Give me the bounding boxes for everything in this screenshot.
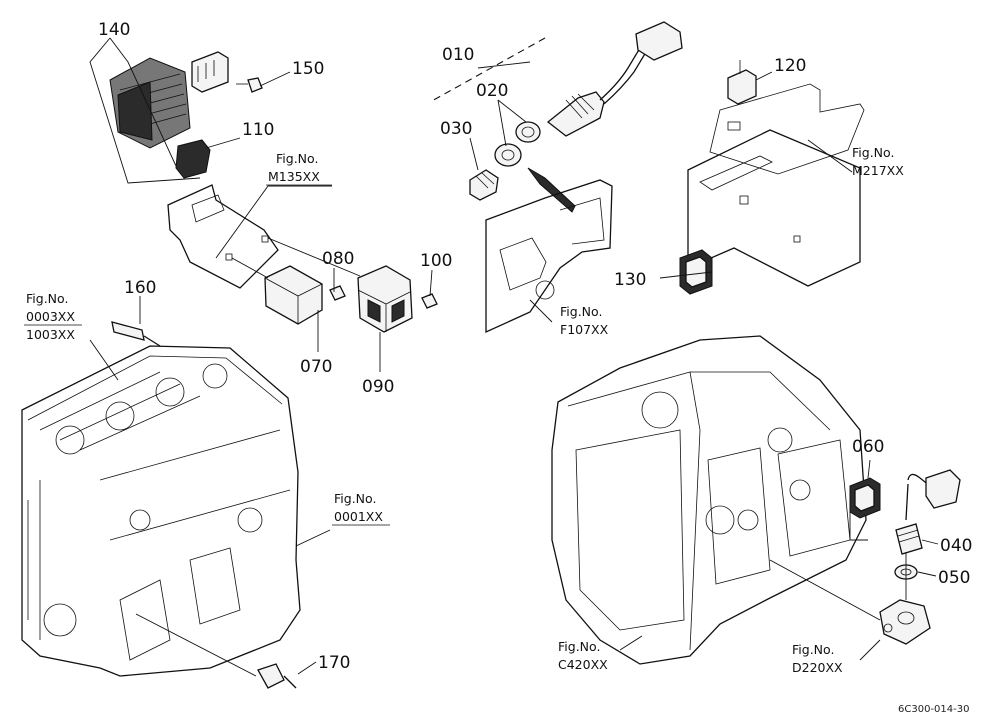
wire-harness [527, 167, 576, 213]
callout-040: 040 [940, 536, 972, 556]
relay-part-090 [357, 265, 413, 333]
figref-m217-label: Fig.No. [852, 145, 894, 160]
figref-m217: Fig.No. M217XX [852, 145, 904, 178]
figref-0001: Fig.No. 0001XX [332, 491, 390, 526]
figref-d220-code: D220XX [792, 660, 843, 675]
callout-050: 050 [938, 568, 970, 588]
engine-block [21, 345, 301, 677]
callout-140: 140 [98, 20, 130, 40]
figref-c420-code: C420XX [558, 657, 608, 672]
bolt-part-100 [421, 293, 438, 309]
sensor-part-010 [546, 21, 683, 137]
group-bracket-010 [429, 37, 546, 103]
figref-m135-label: Fig.No. [276, 151, 318, 166]
figref-m217-code: M217XX [852, 163, 904, 178]
switch-part-060 [849, 477, 881, 519]
sensor-part-040 [895, 469, 961, 555]
figref-d220-label: Fig.No. [792, 642, 834, 657]
figref-f107-label: Fig.No. [560, 304, 602, 319]
callout-090: 090 [362, 377, 394, 397]
regulator-part-140 [109, 51, 229, 149]
callout-020: 020 [476, 81, 508, 101]
callout-060: 060 [852, 437, 884, 457]
sensor-part-170 [257, 663, 297, 689]
callout-160: 160 [124, 278, 156, 298]
figref-0001-label: Fig.No. [334, 491, 376, 506]
callout-150: 150 [292, 59, 324, 79]
nut-part-020 [494, 121, 541, 167]
bolt-part-080 [329, 285, 346, 301]
connector-part-110 [175, 139, 211, 179]
figref-0003-label: Fig.No. [26, 291, 68, 306]
drawing-code: 6C300-014-30 [898, 704, 969, 715]
callout-110: 110 [242, 120, 274, 140]
figref-0003-code: 0003XX [26, 309, 75, 324]
callout-100: 100 [420, 251, 452, 271]
figref-c420-label: Fig.No. [558, 639, 600, 654]
figref-0001-code: 0001XX [334, 509, 383, 524]
callout-120: 120 [774, 56, 806, 76]
callout-070: 070 [300, 357, 332, 377]
bracket-m135 [167, 184, 279, 289]
bolt-part-150 [236, 77, 263, 93]
glow-plug-part-160 [111, 321, 161, 347]
callout-130: 130 [614, 270, 646, 290]
fitting-d220 [879, 599, 931, 645]
switch-part-120 [727, 60, 757, 105]
figref-m135: Fig.No. M135XX [266, 151, 332, 186]
figref-0003: Fig.No. 0003XX 1003XX [24, 291, 82, 342]
callout-030: 030 [440, 119, 472, 139]
figref-0003-code2: 1003XX [26, 327, 75, 342]
callout-170: 170 [318, 653, 350, 673]
figref-m135-code: M135XX [268, 169, 320, 184]
bracket-m217 [687, 83, 865, 287]
figref-c420: Fig.No. C420XX [558, 639, 608, 672]
figref-f107: Fig.No. F107XX [560, 304, 609, 337]
callout-080: 080 [322, 249, 354, 269]
callout-010: 010 [442, 45, 474, 65]
figref-f107-code: F107XX [560, 322, 609, 337]
plate-f107 [485, 179, 613, 334]
nut-part-030 [469, 169, 499, 201]
transmission-case [551, 335, 867, 665]
switch-part-130 [679, 249, 713, 295]
relay-part-070 [264, 265, 323, 325]
figref-d220: Fig.No. D220XX [792, 642, 843, 675]
